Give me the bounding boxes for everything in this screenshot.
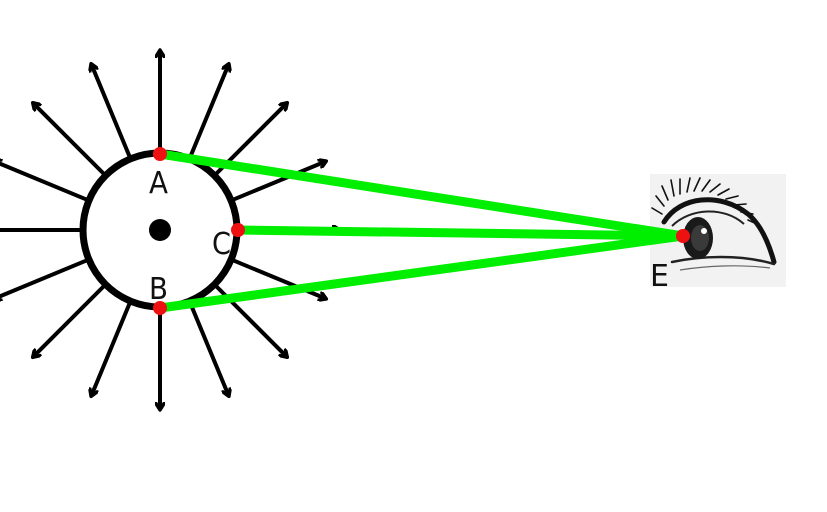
sight-line-a: [155, 149, 688, 241]
center-dot: [149, 219, 171, 241]
eye-icon: [650, 174, 786, 287]
sight-lines: [155, 149, 688, 313]
point-e: [676, 229, 690, 243]
point-c: [231, 223, 245, 237]
light-ray-arrow: [91, 64, 136, 167]
light-ray-arrow: [208, 278, 288, 358]
label-a: A: [149, 166, 168, 201]
point-a: [153, 147, 167, 161]
light-ray-arrow: [33, 278, 112, 358]
sight-line-b: [155, 231, 688, 313]
light-ray-arrow: [184, 293, 229, 397]
sight-line-c: [233, 225, 688, 241]
label-b: B: [149, 272, 168, 307]
light-ray-arrow: [91, 293, 136, 397]
label-e: E: [650, 259, 669, 294]
light-ray-arrow: [33, 103, 112, 182]
light-ray-arrow: [0, 161, 97, 206]
point-b: [153, 301, 167, 315]
light-ray-arrow: [184, 64, 229, 167]
light-ray-arrow: [223, 161, 327, 206]
light-ray-arrow: [0, 254, 97, 299]
label-c: C: [212, 227, 231, 262]
